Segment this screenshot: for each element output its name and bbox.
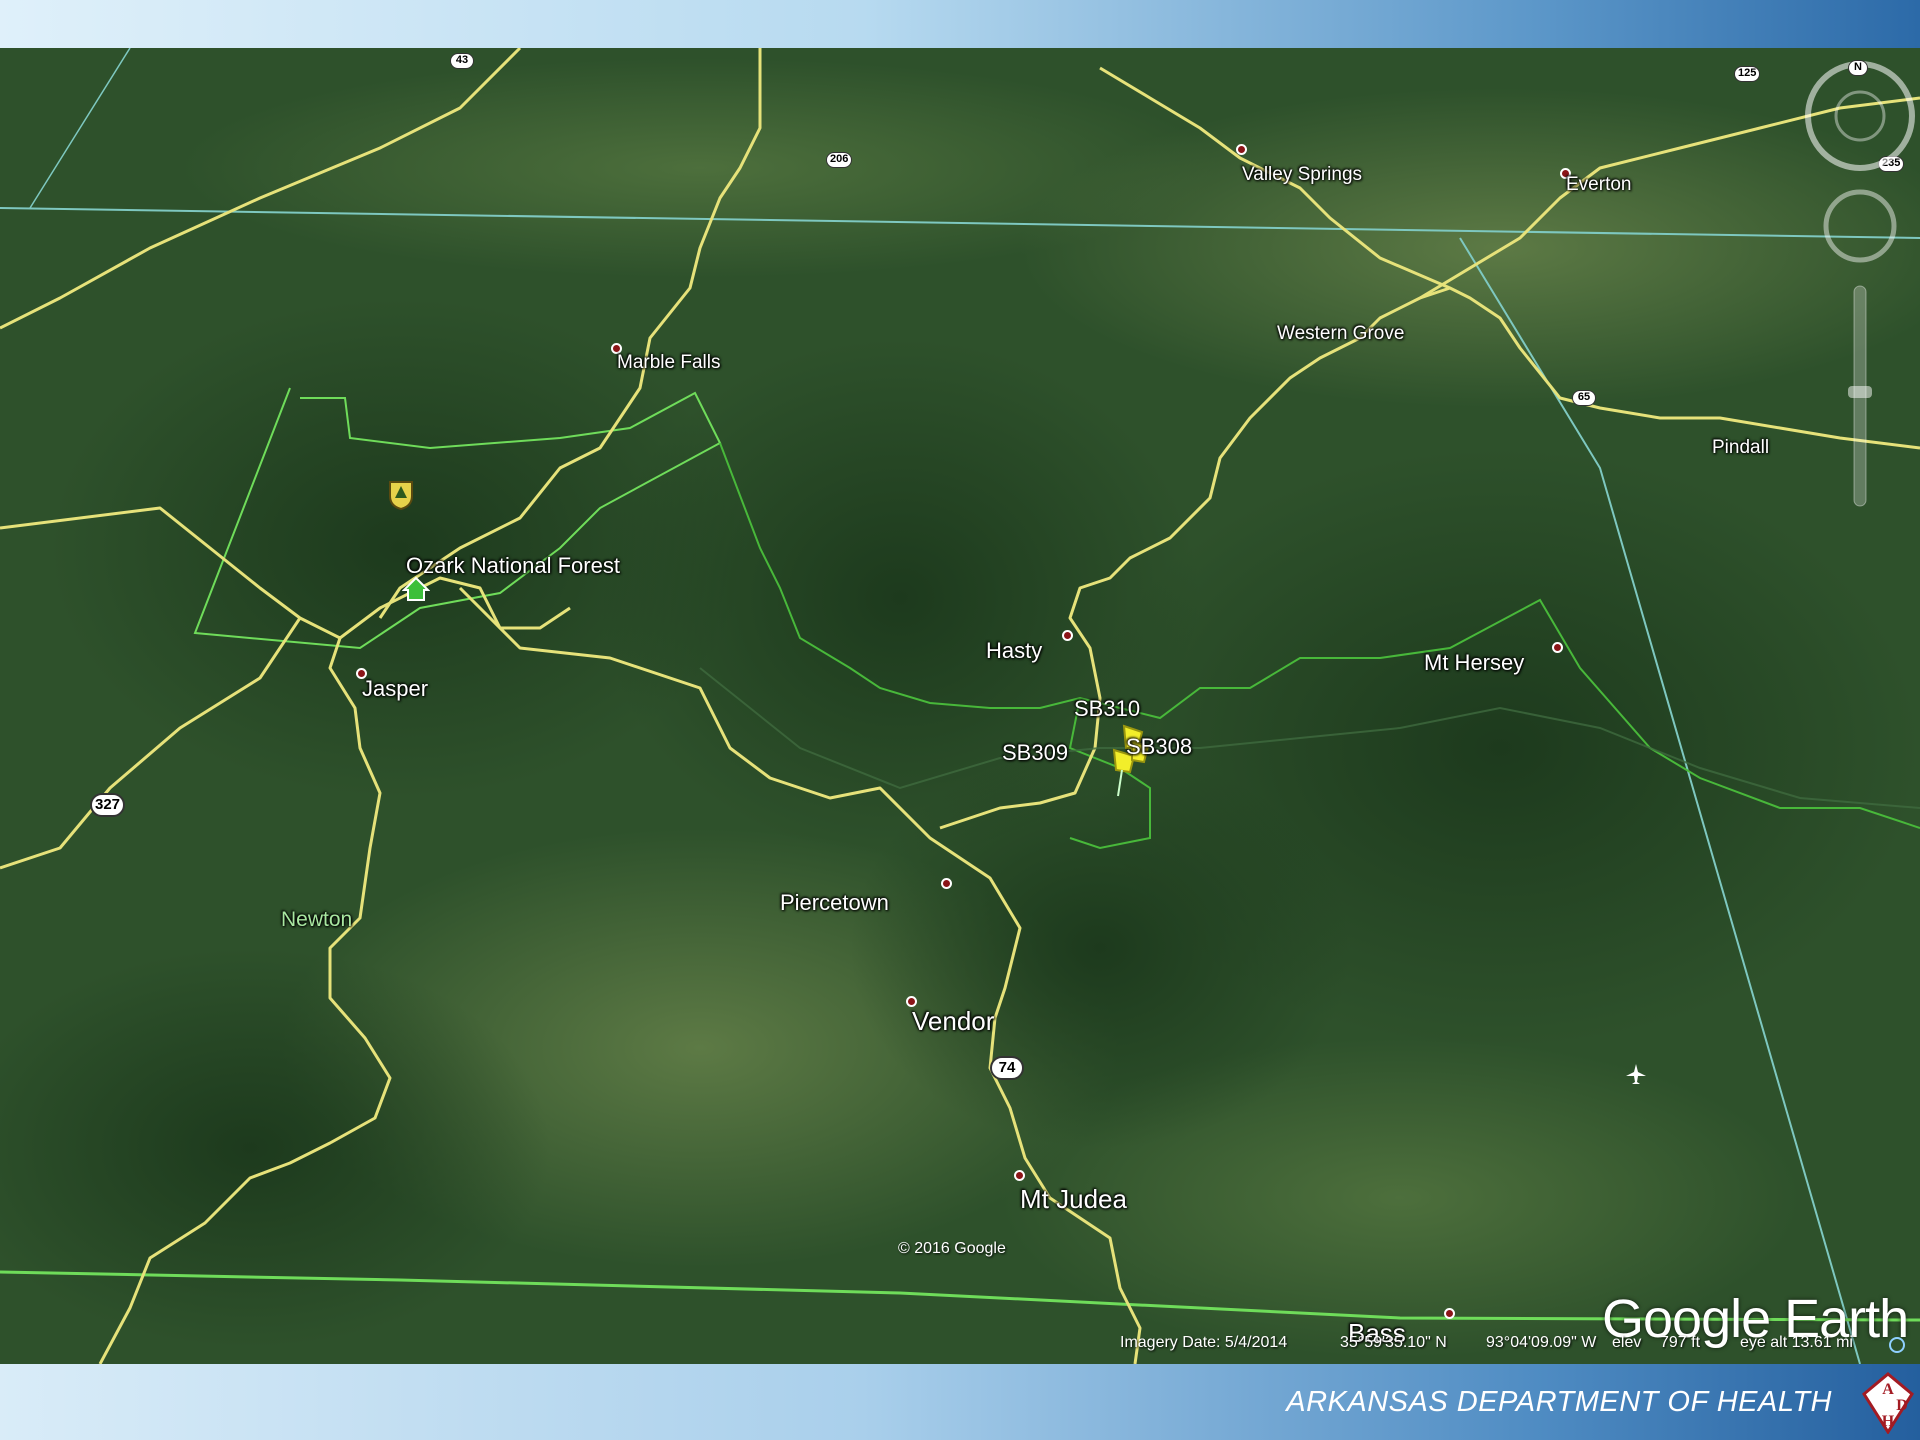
- place-label-everton[interactable]: Everton: [1566, 174, 1632, 195]
- longitude-readout: 93°04'09.09" W: [1486, 1334, 1597, 1351]
- eye-alt-readout: eye alt 13.61 mi: [1740, 1334, 1853, 1351]
- footer-org-name: ARKANSAS DEPARTMENT OF HEALTH: [1286, 1386, 1832, 1418]
- map-copyright: © 2016 Google: [898, 1240, 1006, 1257]
- logo-letter-a: A: [1882, 1381, 1894, 1398]
- route-shield-65[interactable]: 65: [1572, 390, 1596, 406]
- place-label-valley-springs[interactable]: Valley Springs: [1242, 164, 1363, 185]
- place-label-hasty[interactable]: Hasty: [986, 638, 1043, 663]
- logo-letter-h: H: [1882, 1413, 1895, 1430]
- place-label-pindall[interactable]: Pindall: [1712, 437, 1770, 458]
- place-label-marble-falls[interactable]: Marble Falls: [617, 352, 721, 373]
- place-marker[interactable]: [1552, 642, 1563, 653]
- airport-icon[interactable]: [1624, 1062, 1648, 1086]
- place-label-piercetown[interactable]: Piercetown: [780, 890, 889, 915]
- compass-north-indicator[interactable]: N: [1848, 60, 1868, 76]
- place-marker[interactable]: [1062, 630, 1073, 641]
- place-label-ozark-national-forest[interactable]: Ozark National Forest: [406, 553, 620, 578]
- satellite-map[interactable]: Valley Springs Everton Marble Falls West…: [0, 48, 1920, 1364]
- terrain-layer: [0, 48, 1920, 1364]
- place-marker[interactable]: [941, 878, 952, 889]
- status-bar: Imagery Date: 5/4/2014 35°59'35.10" N 93…: [1100, 1330, 1920, 1358]
- site-label-sb310[interactable]: SB310: [1074, 696, 1141, 721]
- place-label-western-grove[interactable]: Western Grove: [1277, 323, 1405, 344]
- elev-readout: 797 ft: [1660, 1334, 1701, 1351]
- google-earth-logo: Google Earth: [1602, 1289, 1909, 1349]
- streaming-status-icon: [1889, 1337, 1905, 1353]
- elev-label: elev: [1612, 1334, 1642, 1351]
- latitude-readout: 35°59'35.10" N: [1340, 1334, 1447, 1351]
- place-marker[interactable]: [1560, 168, 1571, 179]
- place-label-bass[interactable]: Bass: [1348, 1318, 1406, 1348]
- route-shield-74[interactable]: 74: [990, 1056, 1024, 1080]
- route-shield-125[interactable]: 125: [1734, 66, 1761, 82]
- navigation-controls[interactable]: [1800, 56, 1918, 526]
- header-band: [0, 0, 1920, 48]
- ranger-station-icon[interactable]: [402, 576, 430, 602]
- site-label-sb309[interactable]: SB309: [1002, 740, 1069, 765]
- place-marker[interactable]: [1014, 1170, 1025, 1181]
- route-shield-206[interactable]: 206: [826, 152, 853, 168]
- ahd-logo: A D H: [1862, 1372, 1914, 1434]
- place-marker[interactable]: [1236, 144, 1247, 155]
- pushpin-icon[interactable]: [1104, 718, 1160, 798]
- site-label-sb308[interactable]: SB308: [1126, 734, 1193, 759]
- place-marker[interactable]: [611, 343, 622, 354]
- place-marker[interactable]: [1444, 1308, 1455, 1319]
- forest-shield-icon[interactable]: [388, 480, 414, 510]
- place-label-mt-judea[interactable]: Mt Judea: [1020, 1184, 1127, 1214]
- place-label-vendor[interactable]: Vendor: [912, 1006, 995, 1036]
- logo-letter-d: D: [1896, 1397, 1908, 1414]
- place-marker[interactable]: [356, 668, 367, 679]
- route-shield-43[interactable]: 43: [450, 53, 474, 69]
- place-marker[interactable]: [906, 996, 917, 1007]
- place-label-mt-hersey[interactable]: Mt Hersey: [1424, 650, 1525, 675]
- route-shield-327[interactable]: 327: [90, 793, 126, 817]
- footer-band: [0, 1364, 1920, 1440]
- place-label-newton[interactable]: Newton: [281, 908, 353, 931]
- imagery-date: Imagery Date: 5/4/2014: [1120, 1334, 1288, 1351]
- place-label-jasper[interactable]: Jasper: [362, 676, 429, 701]
